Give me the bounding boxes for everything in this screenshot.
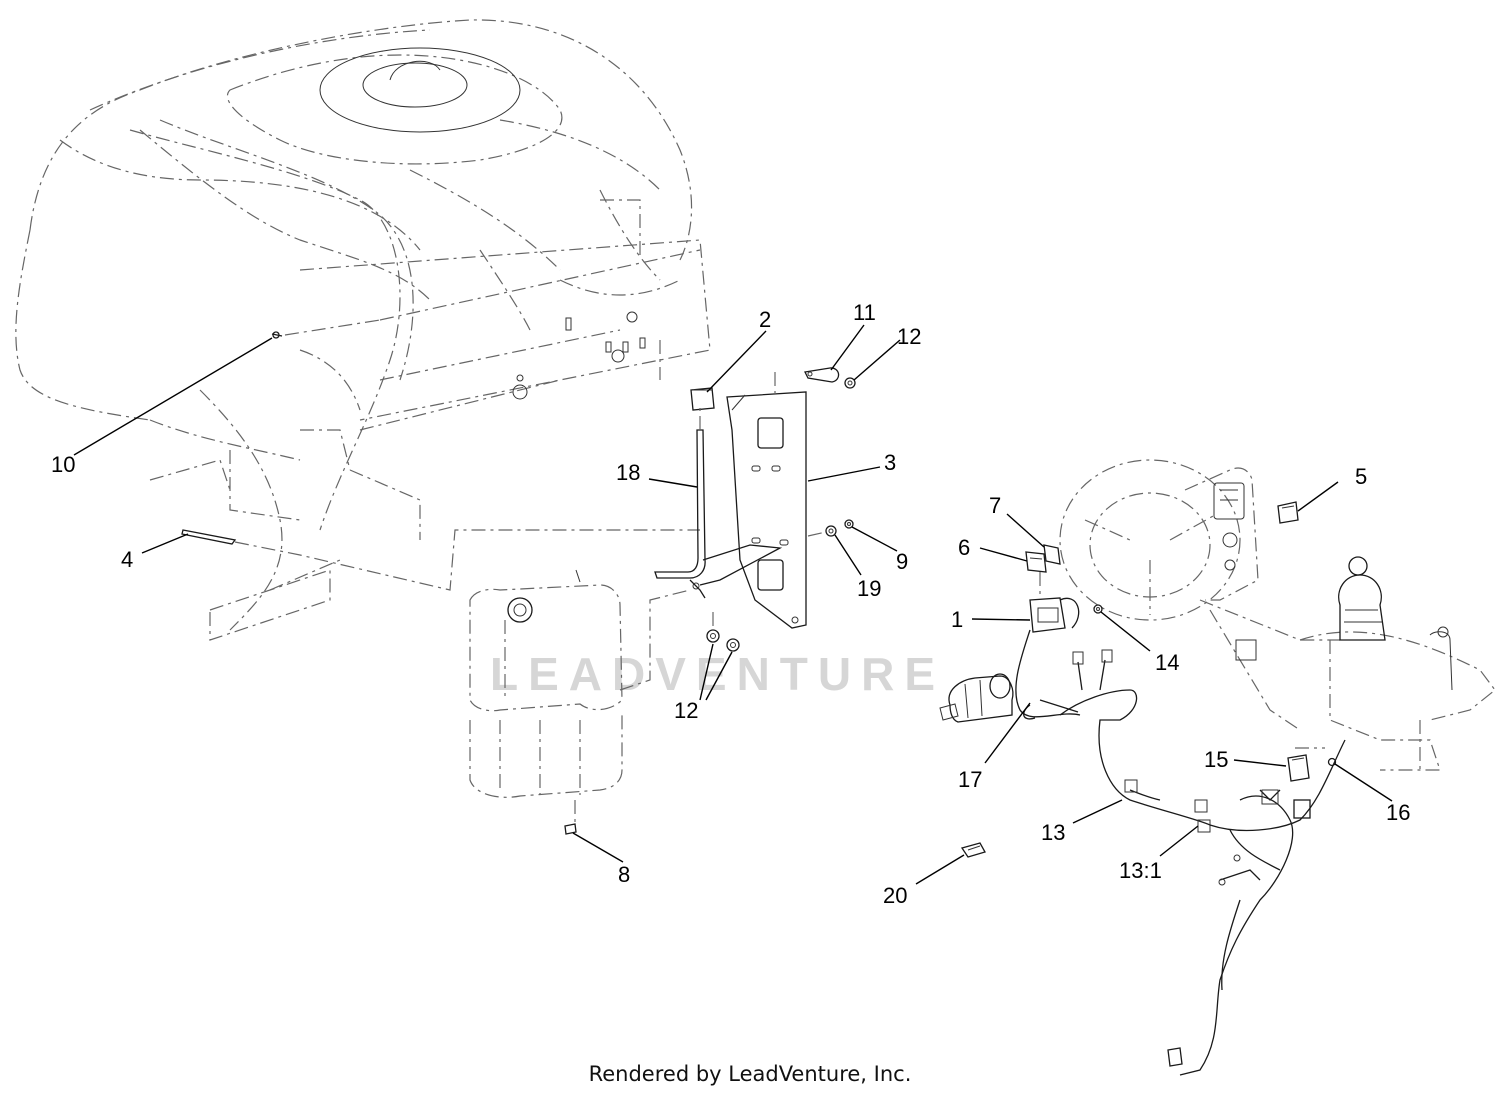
callout-6: 6 — [958, 535, 970, 560]
leader-13-1 — [1159, 825, 1199, 857]
callout-8: 8 — [618, 862, 630, 887]
watermark-text: LEADVENTURE — [490, 648, 945, 700]
callout-9: 9 — [896, 549, 908, 574]
callout-4: 4 — [121, 547, 133, 572]
tractor-frame-rails — [149, 199, 711, 540]
part-3-mounting-plate[interactable] — [726, 391, 807, 629]
part-12-nut-lower-b[interactable] — [726, 638, 740, 652]
part-11-clamp[interactable] — [804, 367, 840, 383]
part-2-pad[interactable] — [690, 387, 715, 411]
leader-7 — [1006, 513, 1045, 548]
leader-19 — [834, 534, 862, 576]
part-4-cable-tie[interactable] — [181, 529, 237, 545]
part-14-fastener[interactable] — [1093, 604, 1103, 614]
tractor-steering-column — [129, 119, 414, 641]
part-19-washer[interactable] — [825, 525, 837, 537]
frame-hardware-details — [512, 311, 646, 400]
callout-16: 16 — [1386, 800, 1410, 825]
fluid-reservoir — [469, 569, 691, 825]
leader-9 — [851, 526, 898, 552]
part-10-screw[interactable] — [271, 331, 283, 339]
part-17-pump[interactable] — [939, 673, 1014, 723]
callout-10: 10 — [51, 452, 75, 477]
callout-12-lower: 12 — [674, 698, 698, 723]
callout-12-top: 12 — [897, 324, 921, 349]
callout-18: 18 — [616, 460, 640, 485]
callout-19: 19 — [857, 576, 881, 601]
leader-2 — [706, 330, 767, 393]
phantom-line-screw — [284, 319, 381, 336]
leader-lines — [73, 324, 1393, 885]
part-13-wire-harness[interactable] — [1015, 629, 1346, 1076]
callout-13: 13 — [1041, 820, 1065, 845]
part-6-connector-boot[interactable] — [1025, 551, 1047, 573]
leader-17 — [984, 702, 1031, 764]
leader-3 — [807, 466, 881, 482]
callout-2: 2 — [759, 307, 771, 332]
part-7-connector-cap[interactable] — [1043, 544, 1061, 565]
callout-17: 17 — [958, 767, 982, 792]
leader-11 — [830, 324, 865, 371]
callout-14: 14 — [1155, 650, 1179, 675]
callout-11: 11 — [853, 300, 876, 325]
leader-13 — [1072, 799, 1123, 824]
part-12-nut-top[interactable] — [844, 377, 856, 389]
callout-20: 20 — [883, 883, 907, 908]
phantom-washer — [807, 531, 827, 537]
leader-16 — [1334, 763, 1393, 802]
leader-14 — [1100, 611, 1151, 652]
leader-10 — [73, 337, 273, 456]
part-16-clip[interactable] — [1327, 757, 1337, 767]
footer-credit: Rendered by LeadVenture, Inc. — [588, 1062, 912, 1086]
part-12-nut-lower-a[interactable] — [706, 629, 720, 643]
leader-15 — [1233, 759, 1287, 767]
part-8-drain-fitting[interactable] — [564, 823, 577, 835]
part-18-bracket[interactable] — [654, 429, 783, 599]
leader-4 — [141, 533, 189, 554]
callout-1: 1 — [951, 607, 963, 632]
phantom-line-cable-tie — [234, 529, 700, 591]
callout-5: 5 — [1355, 464, 1367, 489]
leader-18 — [648, 478, 698, 488]
leader-12-b — [705, 651, 733, 701]
leader-5 — [1297, 481, 1339, 512]
leader-1 — [971, 618, 1031, 621]
callout-7: 7 — [989, 493, 1001, 518]
leader-8 — [572, 832, 624, 863]
part-1-module[interactable] — [1029, 597, 1080, 633]
part-20-fuse[interactable] — [960, 842, 986, 858]
leader-12-top — [853, 339, 901, 381]
callout-13-1: 13:1 — [1119, 858, 1162, 883]
steering-wheel-console — [1059, 459, 1496, 771]
callout-3: 3 — [884, 450, 896, 475]
callout-labels: 10 4 2 11 12 3 18 9 19 12 8 5 7 6 1 14 1… — [51, 300, 1410, 908]
callout-15: 15 — [1204, 747, 1228, 772]
leader-6 — [979, 547, 1028, 562]
tractor-hood-outline — [15, 19, 693, 421]
leader-20 — [915, 854, 965, 885]
leader-12-a — [699, 643, 714, 701]
part-9-nut[interactable] — [844, 519, 854, 529]
part-5-switch[interactable] — [1277, 501, 1299, 524]
part-15-relay[interactable] — [1287, 754, 1310, 782]
